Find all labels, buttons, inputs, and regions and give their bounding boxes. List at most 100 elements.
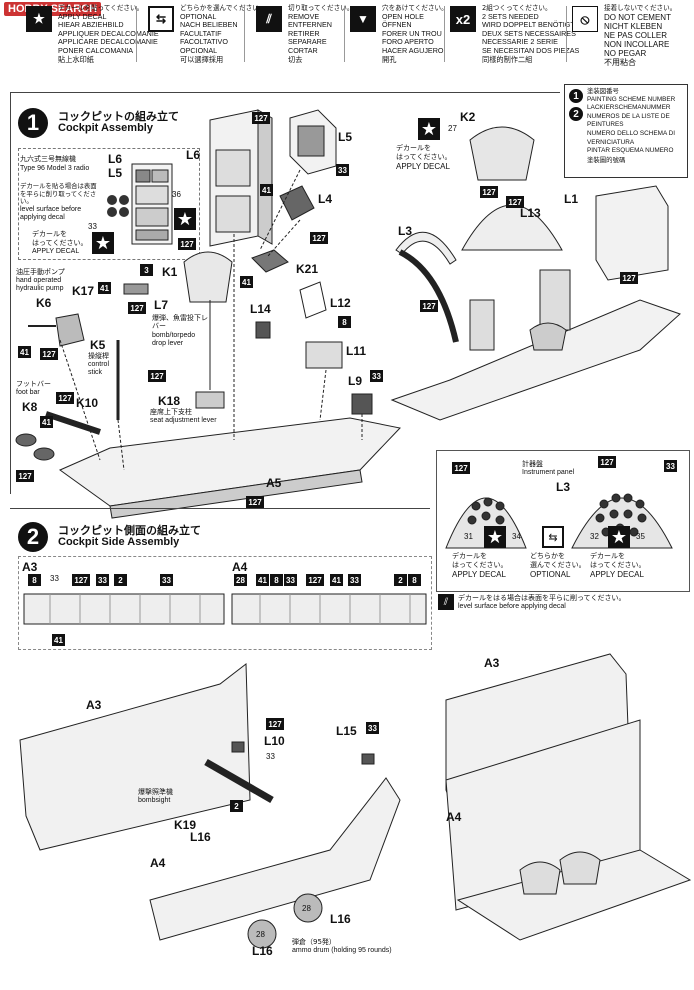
- part-L16-a: L16: [190, 830, 211, 844]
- legend-jp: デカールを貼ってください。: [58, 4, 144, 12]
- part-L9: L9: [348, 374, 363, 388]
- tag-33: 33: [266, 752, 275, 761]
- legend-jp: 2組つくってください。: [482, 4, 552, 12]
- ammo-en: ammo drum (holding 95 rounds): [292, 947, 392, 954]
- tag-127: 127: [266, 718, 284, 730]
- legend-line: NECESSARIE 2 SERIE: [482, 37, 558, 47]
- legend-apply-decal: ★ デカールを貼ってください。 APPLY DECAL HIEAR ABZIEH…: [26, 4, 159, 64]
- legend-line: 可以選擇採用: [180, 54, 224, 64]
- tag-3: 3: [140, 264, 153, 276]
- bomb-lever-en1: bomb/torpedo: [152, 332, 196, 339]
- step2-number: 2: [18, 522, 48, 552]
- part-K18: K18: [158, 394, 181, 408]
- tag-8: 8: [408, 574, 421, 586]
- radio-en: Type 96 Model 3 radio: [20, 165, 90, 172]
- tag-2: 2: [394, 574, 407, 586]
- tag-31: 31: [464, 532, 473, 541]
- part-L11: L11: [346, 344, 367, 358]
- star-icon: ★: [26, 6, 52, 32]
- legend-line: OPEN HOLE: [382, 11, 424, 21]
- tag-127: 127: [252, 112, 270, 124]
- foot-bar-jp: フットバー: [16, 380, 51, 388]
- tag-33: 33: [284, 574, 297, 586]
- legend-line: HACER AGUJERO: [382, 45, 444, 55]
- hydraulic-en2: hydraulic pump: [16, 285, 64, 292]
- bombsight-en: bombsight: [138, 797, 171, 804]
- step1-title-en: Cockpit Assembly: [58, 122, 153, 134]
- tag-33: 33: [96, 574, 109, 586]
- optional-arrows-icon: ⇆: [542, 526, 564, 548]
- step2-title-en: Cockpit Side Assembly: [58, 536, 180, 548]
- bomb-lever-en2: drop lever: [152, 340, 184, 347]
- part-K10: K10: [76, 396, 99, 410]
- part-L15: L15: [336, 724, 357, 738]
- legend-two-sets: x2 2組つくってください。 2 SETS NEEDED WIRD DOPPEL…: [450, 4, 579, 64]
- foot-bar-en: foot bar: [16, 389, 40, 396]
- optional-en: OPTIONAL: [530, 570, 571, 579]
- legend-remove: ⫽ 切り取ってください。 REMOVE ENTFERNEN RETIRER SE…: [256, 4, 353, 64]
- part-A3-strip: A3: [22, 560, 38, 574]
- legend-line: RETIRER: [288, 28, 320, 38]
- part-A4-left: A4: [150, 856, 166, 870]
- tag-41: 41: [256, 574, 269, 586]
- scheme-2-icon: 2: [569, 107, 583, 121]
- optional-arrows-icon: ⇆: [148, 6, 174, 32]
- legend-line: 2 SETS NEEDED: [482, 11, 539, 21]
- scheme-line: NUMERO DELLO SCHEMA DI: [587, 129, 676, 137]
- part-K8: K8: [22, 400, 38, 414]
- divider: [244, 6, 245, 62]
- scheme-line: VERNICIATURA: [587, 138, 635, 146]
- legend-line: NO PEGAR: [604, 49, 647, 58]
- tag-33: 33: [88, 222, 97, 231]
- part-K6: K6: [36, 296, 52, 310]
- legend-jp: どちらかを選んでください。: [180, 4, 266, 12]
- legend-line: ENTFERNEN: [288, 20, 332, 30]
- legend-line: REMOVE: [288, 11, 320, 21]
- painting-scheme-box: 1 2 塗装図番号 PAINTING SCHEME NUMBER LACKIER…: [564, 84, 688, 178]
- knife-icon: ⫽: [256, 6, 282, 32]
- step1-title-jp: コックピットの組み立て: [58, 110, 179, 123]
- tag-41: 41: [260, 184, 273, 196]
- part-K1: K1: [162, 265, 178, 279]
- tag-33: 33: [160, 574, 173, 586]
- part-L3-panel: L3: [556, 480, 571, 494]
- drill-icon: ▼: [350, 6, 376, 32]
- scheme-line: LACKIERSCHEMANUMMER: [587, 104, 671, 112]
- tag-127: 127: [56, 392, 74, 404]
- hydraulic-en1: hand operated: [16, 277, 62, 284]
- part-A3-left: A3: [86, 698, 102, 712]
- part-A5: A5: [266, 476, 282, 490]
- legend-line: ÖFFNEN: [382, 20, 412, 30]
- no-cement-icon: ⦸: [572, 6, 598, 32]
- legend-line: HIEAR ABZIEHBILD: [58, 20, 124, 30]
- ammo-jp: 弾倉（95発）: [292, 938, 336, 946]
- tag-41: 41: [330, 574, 343, 586]
- tag-27: 27: [448, 124, 457, 133]
- scheme-line: PAINTING SCHEME NUMBER: [587, 95, 676, 103]
- x2-icon: x2: [450, 6, 476, 32]
- legend-line: DO NOT CEMENT: [604, 13, 671, 22]
- level-note-en1: level surface before: [20, 206, 82, 213]
- side-panels-box: [18, 556, 432, 650]
- tag-127: 127: [306, 574, 324, 586]
- tag-28: 28: [302, 904, 311, 913]
- level-note2-en: level surface before applying decal: [458, 603, 566, 610]
- part-K21: K21: [296, 262, 319, 276]
- star-icon: ★: [418, 118, 440, 140]
- apply-decal-jp2: はってください。: [590, 561, 646, 569]
- scheme-line: PEINTURES: [587, 121, 624, 129]
- legend-line: WIRD DOPPELT BENÖTIGT: [482, 20, 575, 30]
- legend-line: OPCIONAL: [180, 45, 218, 55]
- tag-127: 127: [620, 272, 638, 284]
- bombsight-jp: 爆撃照準機: [138, 788, 173, 796]
- legend-line: 貼上水印紙: [58, 54, 94, 64]
- star-icon: ★: [92, 232, 114, 254]
- tag-33: 33: [348, 574, 361, 586]
- instrument-panel-en: Instrument panel: [522, 469, 575, 476]
- part-L10: L10: [264, 734, 285, 748]
- tag-127: 127: [506, 196, 524, 208]
- control-stick-en2: stick: [88, 369, 102, 376]
